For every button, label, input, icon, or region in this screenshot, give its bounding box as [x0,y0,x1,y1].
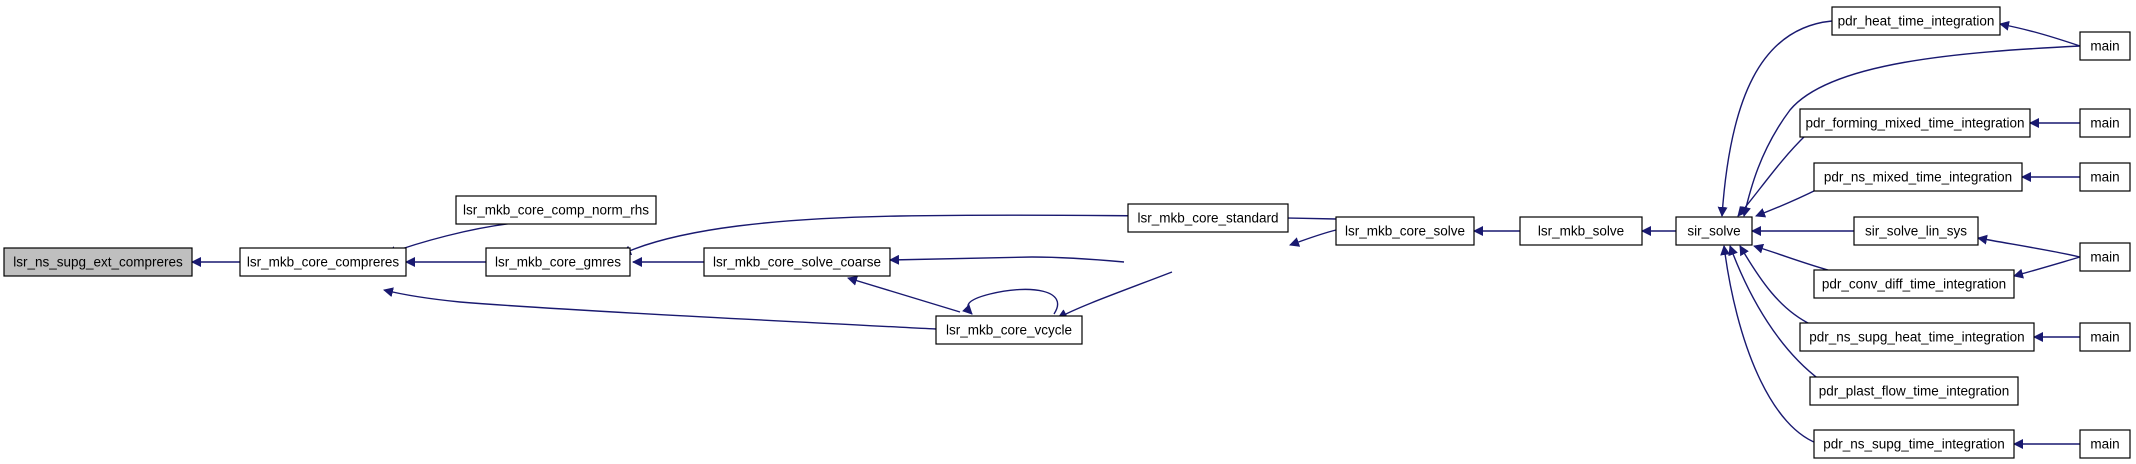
node-pdr-plast-flow-time-integration[interactable]: pdr_plast_flow_time_integration [1809,376,2019,406]
svg-text:pdr_plast_flow_time_integratio: pdr_plast_flow_time_integration [1819,384,2010,399]
edge-vcycle-self [962,288,1059,315]
node-pdr-ns-supg-heat-time-integration[interactable]: pdr_ns_supg_heat_time_integration [1799,322,2035,352]
edge-core_solve-standard [1289,229,1337,247]
svg-text:pdr_ns_supg_time_integration: pdr_ns_supg_time_integration [1823,437,2005,452]
svg-text:pdr_forming_mixed_time_integra: pdr_forming_mixed_time_integration [1805,116,2024,131]
svg-text:lsr_mkb_core_gmres: lsr_mkb_core_gmres [495,255,621,270]
svg-text:lsr_mkb_core_compreres: lsr_mkb_core_compreres [247,255,400,270]
svg-text:main: main [2090,330,2119,345]
edge-main4-conv_diff [2013,256,2081,279]
svg-text:pdr_ns_supg_heat_time_integrat: pdr_ns_supg_heat_time_integration [1809,330,2024,345]
edge-supg_heat-sir_solve [1739,245,1813,326]
node-sir-solve[interactable]: sir_solve [1675,216,1753,246]
node-lsr-mkb-solve[interactable]: lsr_mkb_solve [1519,216,1643,246]
node-main-5[interactable]: main [2079,322,2131,352]
node-sir-solve-lin-sys[interactable]: sir_solve_lin_sys [1853,216,1979,246]
node-pdr-forming-mixed-time-integration[interactable]: pdr_forming_mixed_time_integration [1799,108,2031,138]
node-lsr-mkb-core-gmres[interactable]: lsr_mkb_core_gmres [485,247,631,277]
edge-supg_time-sir_solve [1720,245,1823,446]
node-pdr-ns-supg-time-integration[interactable]: pdr_ns_supg_time_integration [1813,429,2015,459]
svg-text:lsr_mkb_core_solve_coarse: lsr_mkb_core_solve_coarse [713,255,881,270]
edge-conv_diff-sir_solve [1753,243,1829,271]
nodes: lsr_ns_supg_ext_compreres lsr_mkb_core_c… [3,6,2131,459]
svg-text:main: main [2090,39,2119,54]
svg-text:pdr_ns_mixed_time_integration: pdr_ns_mixed_time_integration [1824,170,2012,185]
svg-text:pdr_conv_diff_time_integration: pdr_conv_diff_time_integration [1822,277,2006,292]
svg-text:lsr_ns_supg_ext_compreres: lsr_ns_supg_ext_compreres [13,255,183,270]
svg-text:lsr_mkb_core_vcycle: lsr_mkb_core_vcycle [946,323,1072,338]
svg-text:lsr_mkb_core_comp_norm_rhs: lsr_mkb_core_comp_norm_rhs [463,203,649,218]
node-lsr-mkb-core-solve-coarse[interactable]: lsr_mkb_core_solve_coarse [703,247,891,277]
node-lsr-mkb-core-vcycle[interactable]: lsr_mkb_core_vcycle [935,315,1083,345]
svg-text:main: main [2090,116,2119,131]
edge-main1-sir_solve [1741,45,2081,217]
node-pdr-conv-diff-time-integration[interactable]: pdr_conv_diff_time_integration [1813,269,2015,299]
edge-main4-lin_sys [1977,234,2081,258]
edge-standard-vcycle [1057,271,1173,319]
svg-text:main: main [2090,437,2119,452]
svg-text:main: main [2090,170,2119,185]
edge-main1-heat [1999,20,2081,47]
edge-plast-sir_solve [1728,245,1821,381]
edge-ns_mixed-sir_solve [1755,188,1819,218]
node-main-4[interactable]: main [2079,242,2131,272]
node-lsr-mkb-core-standard[interactable]: lsr_mkb_core_standard [1127,203,1289,233]
node-lsr-mkb-core-comp-norm-rhs[interactable]: lsr_mkb_core_comp_norm_rhs [455,195,657,225]
node-main-2[interactable]: main [2079,108,2131,138]
edge-standard-coarse [889,254,1125,265]
node-main-3[interactable]: main [2079,162,2131,192]
edge-forming-sir_solve [1737,134,1807,217]
node-lsr-ns-supg-ext-compreres[interactable]: lsr_ns_supg_ext_compreres [3,247,193,277]
node-main-6[interactable]: main [2079,429,2131,459]
svg-text:pdr_heat_time_integration: pdr_heat_time_integration [1838,14,1995,29]
node-lsr-mkb-core-solve[interactable]: lsr_mkb_core_solve [1335,216,1475,246]
node-main-1[interactable]: main [2079,31,2131,61]
svg-text:sir_solve: sir_solve [1687,224,1740,239]
edge-heat-sir_solve [1717,20,1833,217]
svg-text:lsr_mkb_core_standard: lsr_mkb_core_standard [1137,211,1278,226]
svg-text:sir_solve_lin_sys: sir_solve_lin_sys [1865,224,1967,239]
edge-vcycle-compreres [383,287,937,330]
svg-text:lsr_mkb_solve: lsr_mkb_solve [1538,224,1624,239]
svg-text:main: main [2090,250,2119,265]
svg-text:lsr_mkb_core_solve: lsr_mkb_core_solve [1345,224,1465,239]
edge-vcycle-coarse [847,275,961,313]
node-lsr-mkb-core-compreres[interactable]: lsr_mkb_core_compreres [239,247,407,277]
node-pdr-ns-mixed-time-integration[interactable]: pdr_ns_mixed_time_integration [1813,162,2023,192]
node-pdr-heat-time-integration[interactable]: pdr_heat_time_integration [1831,6,2001,36]
edges [191,20,2081,449]
